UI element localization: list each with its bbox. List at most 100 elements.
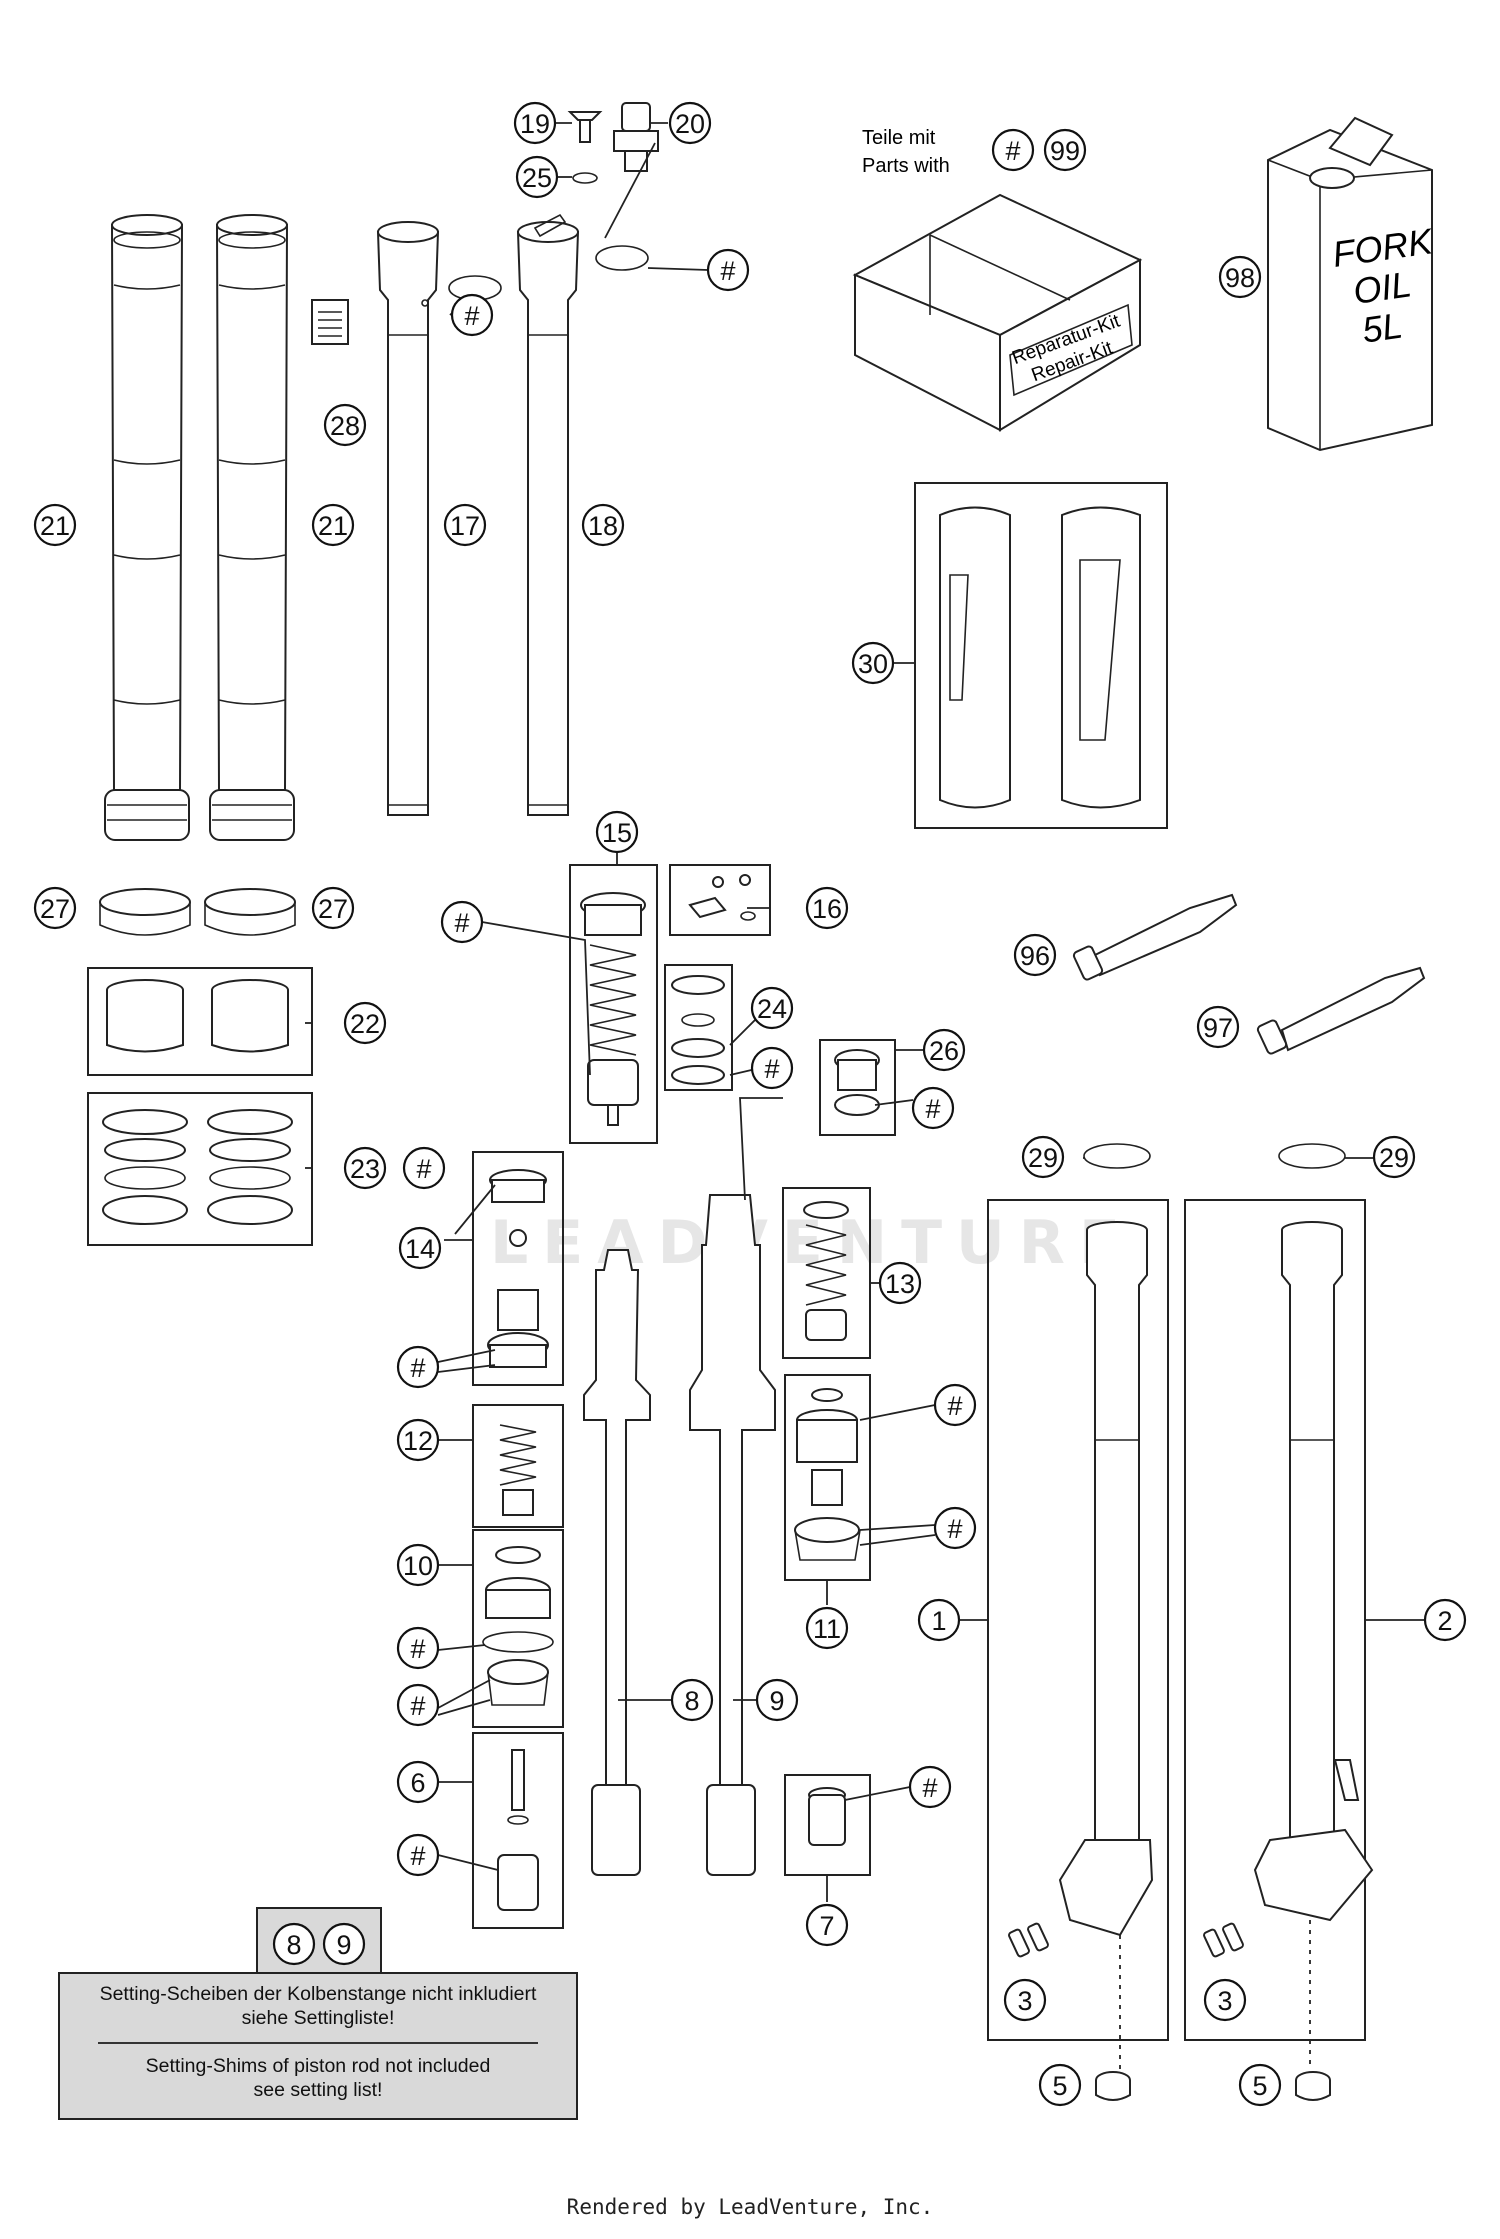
svg-text:21: 21 [40,511,70,541]
note-callout-9: 9 [322,1922,366,1966]
valve-11 [794,1388,861,1561]
svg-text:14: 14 [405,1234,435,1264]
svg-text:#: # [416,1154,431,1184]
svg-text:12: 12 [403,1426,433,1456]
callout-98: 98 [1218,255,1262,299]
drain-plug-5-left [1095,2071,1131,2101]
spring-assy-15 [580,892,646,1126]
svg-text:#: # [925,1094,940,1124]
svg-text:11: 11 [813,1614,841,1644]
callout-14: 14 [398,1226,442,1270]
note-en-line-2: see setting list! [253,2079,383,2101]
callout-96: 96 [1013,933,1057,977]
svg-text:#: # [720,256,735,286]
callout-11: 11 [805,1606,849,1650]
callout-18: 18 [581,503,625,547]
callout-1: 1 [917,1598,961,1642]
callout-97: 97 [1196,1005,1240,1049]
fork-guard-box [914,482,1168,829]
svg-text:3: 3 [1017,1986,1032,2016]
kit-note-en: Parts with [862,155,950,177]
callout-29-left: 29 [1021,1135,1065,1179]
callout-7-hash: # [908,1765,952,1809]
callout-17: 17 [443,503,487,547]
callout-30: 30 [851,641,895,685]
rings-24-box [664,964,733,1091]
valve-14-box [472,1151,564,1386]
callout-26: 26 [922,1028,966,1072]
leader-lines [305,122,1425,1902]
callout-18-hash: # [706,248,750,292]
callout-11-hash-2: # [933,1506,977,1550]
svg-text:#: # [947,1391,962,1421]
svg-text:9: 9 [336,1930,351,1960]
callout-23: 23 [343,1146,387,1190]
note-de-line-1: Setting-Scheiben der Kolbenstange nicht … [99,1983,537,2005]
callout-5-right: 5 [1238,2063,1282,2107]
svg-text:96: 96 [1020,941,1050,971]
svg-text:#: # [947,1514,962,1544]
seals-box [87,1092,313,1246]
note-divider [98,2042,538,2044]
svg-text:98: 98 [1225,263,1255,293]
callout-21-left: 21 [33,503,77,547]
spring-assy-box [569,864,658,1144]
callout-16: 16 [805,886,849,930]
oil-can-label-3: 5L [1360,305,1405,351]
seal-head-26-box [819,1039,896,1136]
plug-20 [613,102,659,172]
callout-27-left: 27 [33,886,77,930]
svg-text:#: # [454,908,469,938]
spring-13 [803,1201,849,1341]
svg-text:6: 6 [410,1768,425,1798]
svg-text:8: 8 [286,1930,301,1960]
svg-text:21: 21 [318,511,348,541]
svg-text:#: # [464,301,479,331]
adjuster-parts-16 [688,874,756,921]
svg-text:15: 15 [602,818,632,848]
setting-shims-note: Setting-Scheiben der Kolbenstange nicht … [58,1972,578,2120]
svg-text:23: 23 [350,1154,380,1184]
callout-12: 12 [396,1418,440,1462]
svg-text:1: 1 [931,1606,946,1636]
piston-rod-9 [689,1194,776,1876]
callout-19: 19 [513,101,557,145]
svg-text:17: 17 [450,511,480,541]
callout-9: 9 [755,1678,799,1722]
valve-14 [487,1169,549,1368]
seal-head-26 [834,1049,880,1116]
grease-tube-97 [1256,966,1426,1055]
svg-text:#: # [410,1634,425,1664]
svg-text:28: 28 [330,411,360,441]
callout-10-hash-2: # [396,1683,440,1727]
washer-25 [572,172,598,184]
callout-7: 7 [805,1903,849,1947]
callout-29-right: 29 [1372,1135,1416,1179]
svg-text:26: 26 [929,1036,959,1066]
dust-ring-29-right [1278,1143,1346,1169]
bushings-22 [106,979,289,1053]
dust-ring-29-left [1083,1143,1151,1169]
svg-text:2: 2 [1437,1606,1452,1636]
svg-text:5: 5 [1252,2071,1267,2101]
callout-10: 10 [396,1543,440,1587]
callout-17-hash: # [450,293,494,337]
svg-text:#: # [410,1691,425,1721]
svg-text:#: # [922,1773,937,1803]
note-de-line-2: siehe Settingliste! [241,2007,395,2029]
svg-text:20: 20 [675,109,705,139]
valve-10-box [472,1529,564,1728]
svg-text:8: 8 [684,1686,699,1716]
axle-screws-3-left [1008,1922,1049,1958]
drain-plug-5-right [1295,2071,1331,2101]
fork-guards-30 [939,506,1141,809]
grease-tube-96 [1072,893,1238,981]
note-tab: 8 9 [256,1907,382,1974]
spring-12 [499,1424,537,1516]
svg-text:19: 19 [520,109,550,139]
svg-text:9: 9 [769,1686,784,1716]
callout-28: 28 [323,403,367,447]
piston-rod-8 [583,1249,651,1876]
svg-text:22: 22 [350,1009,380,1039]
watermark: LEADVENTURE [490,1208,1134,1278]
